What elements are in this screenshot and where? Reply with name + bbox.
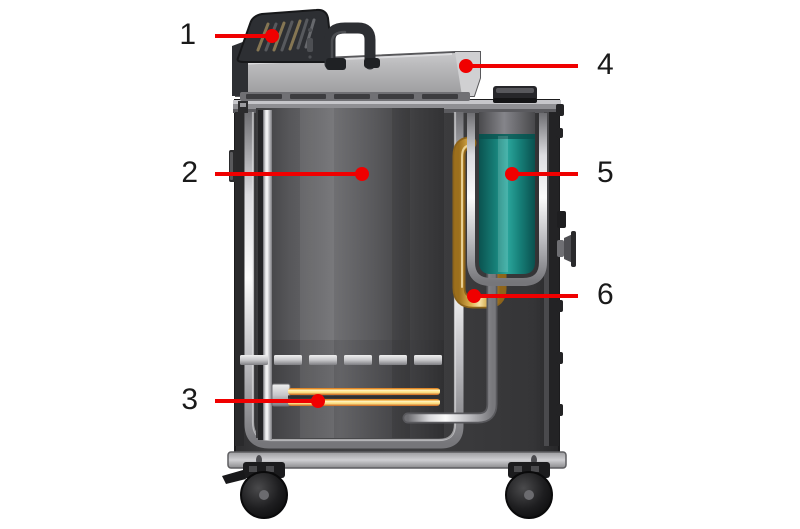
top-seal-row (238, 92, 470, 113)
expansion-vessel (479, 112, 535, 274)
heating-element (271, 383, 440, 407)
callout-dot (467, 289, 481, 303)
callout-dot (311, 394, 325, 408)
callout-2-main-water-tank: 2 (181, 156, 369, 189)
callout-number: 4 (597, 48, 614, 81)
expansion-vessel-housing (467, 113, 547, 286)
callout-dot (265, 29, 279, 43)
caster-wheel (222, 462, 288, 519)
callout-dot (459, 59, 473, 73)
filler-cap (493, 86, 537, 103)
callout-4-top-lid-cover: 4 (459, 48, 614, 81)
callout-number: 3 (181, 383, 198, 416)
callout-number: 6 (597, 278, 614, 311)
callout-dot (355, 167, 369, 181)
inner-chrome-frame (244, 112, 464, 449)
callout-number: 1 (179, 18, 196, 51)
callout-layer: 1 2 3 4 5 6 (179, 18, 613, 416)
tank-bracket-clips (240, 355, 442, 365)
caster-wheel (505, 462, 553, 519)
callout-1-control-module: 1 (179, 18, 279, 51)
base-plinth (227, 451, 567, 469)
callout-number: 2 (181, 156, 198, 189)
callout-number: 5 (597, 156, 614, 189)
callout-5-expansion-vessel: 5 (505, 156, 614, 189)
callout-3-heating-element: 3 (181, 383, 325, 416)
side-valve-knob (557, 211, 576, 267)
callout-dot (505, 167, 519, 181)
callout-6-copper-return-pipe: 6 (467, 278, 614, 311)
side-latch (229, 150, 236, 182)
carry-handle (324, 22, 380, 70)
side-bracket-lower (556, 300, 563, 416)
chrome-drain-pipe (402, 262, 498, 424)
side-bracket-upper (556, 104, 564, 138)
